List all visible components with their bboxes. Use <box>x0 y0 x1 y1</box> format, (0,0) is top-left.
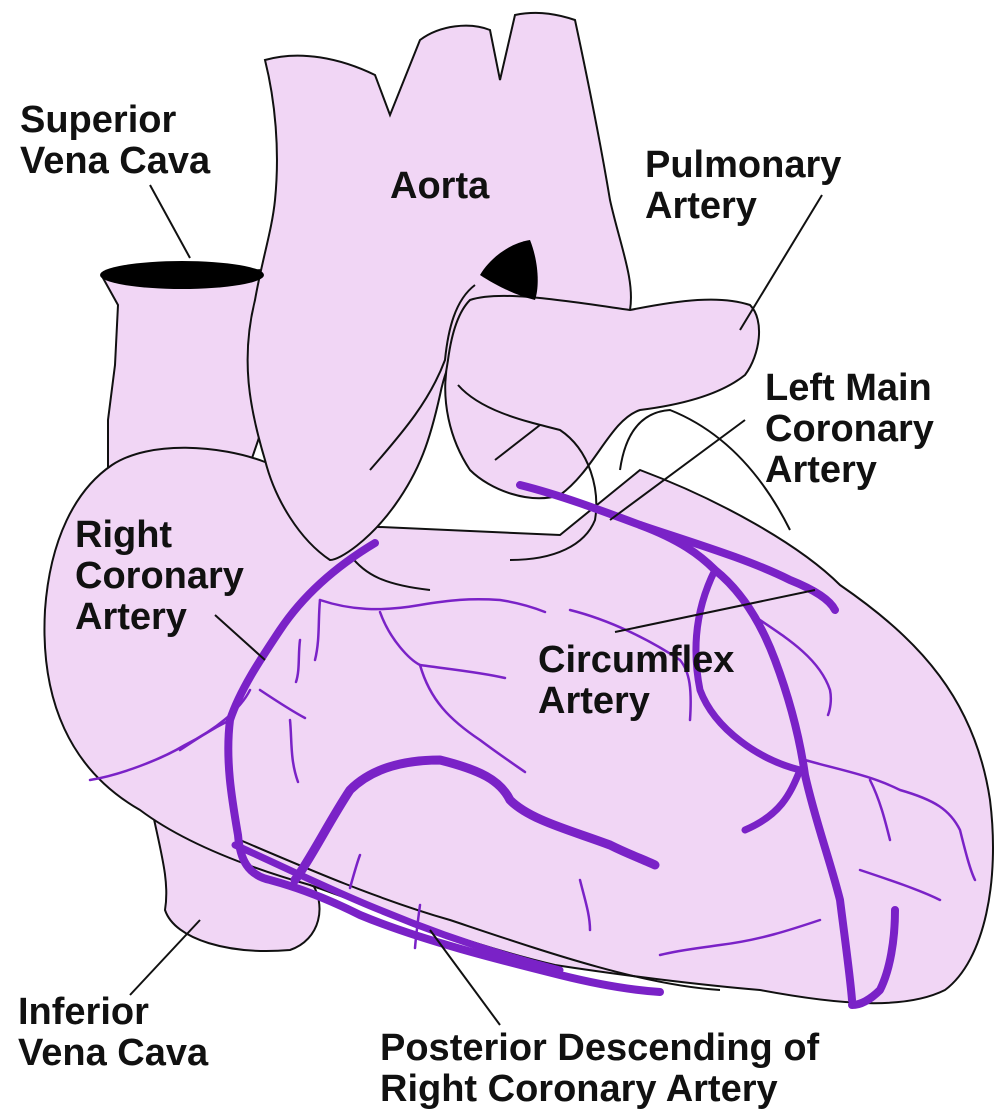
leader-superior-vena-cava <box>150 185 190 258</box>
leader-inferior-vena-cava <box>130 920 200 995</box>
inferior-vena-cava-label: Inferior Vena Cava <box>18 992 208 1074</box>
pulmonary-artery-shape <box>445 296 759 498</box>
posterior-descending-label: Posterior Descending of Right Coronary A… <box>380 1028 819 1110</box>
superior-vena-cava-shape <box>103 270 265 470</box>
superior-vena-cava-opening <box>100 261 264 289</box>
superior-vena-cava-label: Superior Vena Cava <box>20 100 210 182</box>
right-coronary-artery-label: Right Coronary Artery <box>75 515 244 638</box>
pulmonary-artery-label: Pulmonary Artery <box>645 145 841 227</box>
circumflex-artery-label: Circumflex Artery <box>538 640 734 722</box>
left-main-coronary-artery-label: Left Main Coronary Artery <box>765 368 934 491</box>
aorta-label: Aorta <box>390 166 489 207</box>
